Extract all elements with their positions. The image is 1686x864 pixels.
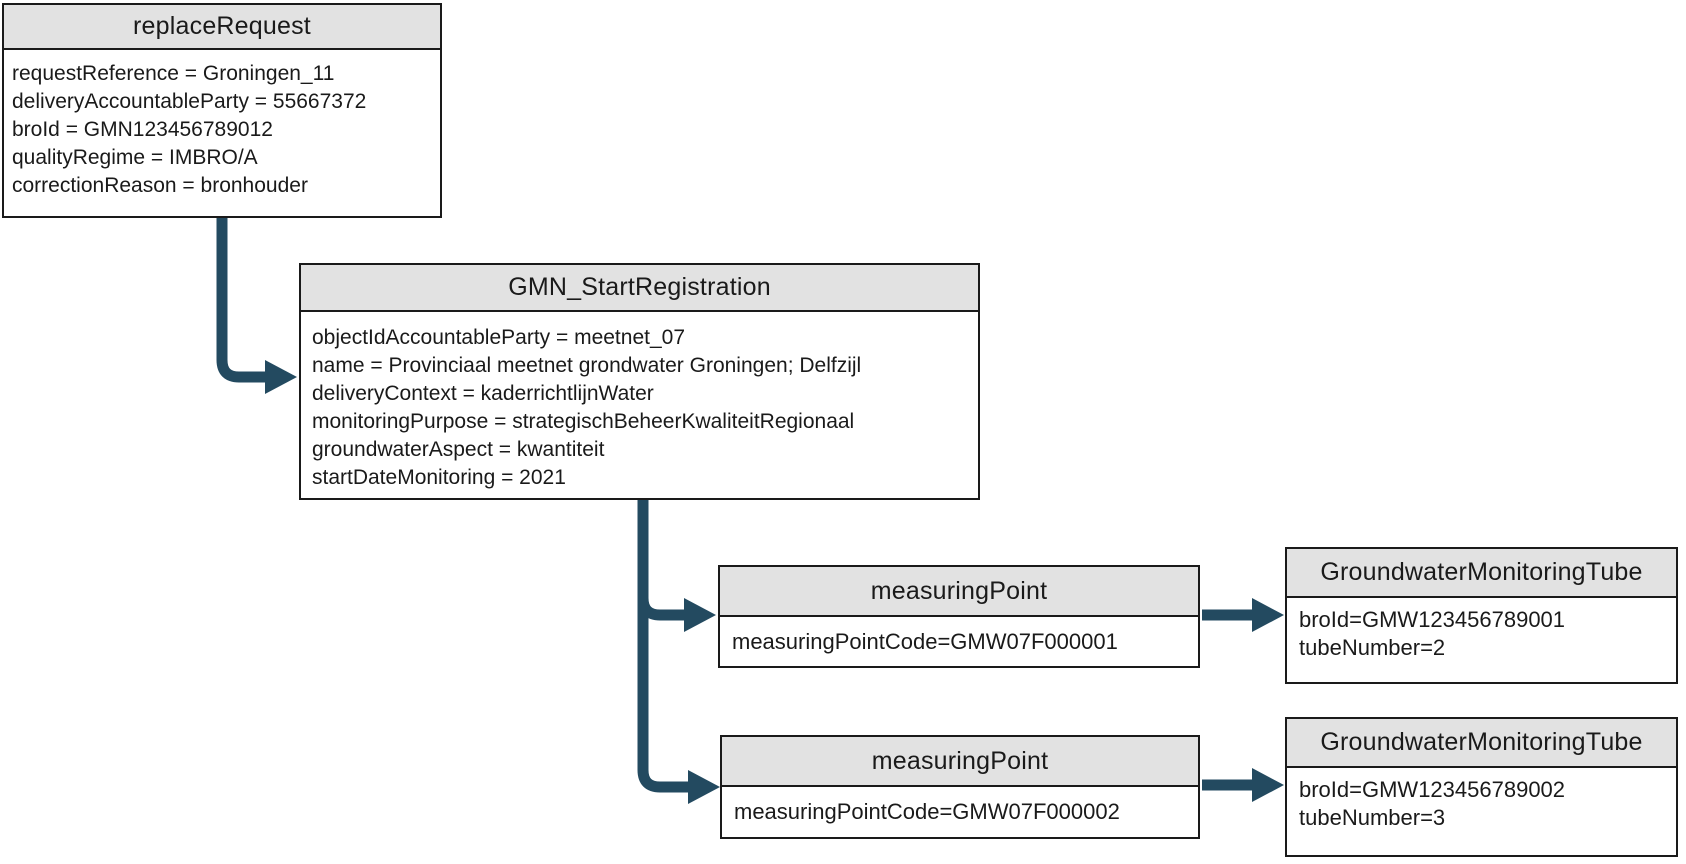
node-attributes: requestReference = Groningen_11 delivery…: [4, 50, 440, 200]
node-title: measuringPoint: [722, 737, 1198, 787]
node-measuring-point-1: measuringPoint measuringPointCode=GMW07F…: [718, 565, 1200, 668]
node-title: GroundwaterMonitoringTube: [1287, 719, 1676, 768]
attribute-line: measuringPointCode=GMW07F000001: [732, 628, 1118, 654]
node-replace-request: replaceRequest requestReference = Gronin…: [2, 3, 442, 218]
attribute-line: broId = GMN123456789012: [12, 118, 273, 141]
node-measuring-point-2: measuringPoint measuringPointCode=GMW07F…: [720, 735, 1200, 839]
arrow-gmn-to-measuringpoint-2: [637, 560, 720, 804]
node-title: measuringPoint: [720, 567, 1198, 617]
attribute-line: qualityRegime = IMBRO/A: [12, 146, 258, 169]
node-attributes: measuringPointCode=GMW07F000002: [722, 787, 1198, 836]
attribute-line: correctionReason = bronhouder: [12, 174, 308, 197]
attribute-line: name = Provinciaal meetnet grondwater Gr…: [312, 354, 862, 377]
arrow-gmn-to-measuringpoint-1: [637, 500, 716, 632]
node-groundwater-monitoring-tube-1: GroundwaterMonitoringTube broId=GMW12345…: [1285, 547, 1678, 684]
arrow-replacerequest-to-gmn: [216, 218, 297, 394]
attribute-line: startDateMonitoring = 2021: [312, 466, 566, 489]
node-attributes: objectIdAccountableParty = meetnet_07 na…: [301, 312, 978, 492]
attribute-line: deliveryAccountableParty = 55667372: [12, 90, 367, 113]
attribute-line: broId=GMW123456789002: [1299, 777, 1566, 802]
node-groundwater-monitoring-tube-2: GroundwaterMonitoringTube broId=GMW12345…: [1285, 717, 1678, 857]
attribute-line: tubeNumber=2: [1299, 635, 1446, 660]
attribute-line: groundwaterAspect = kwantiteit: [312, 438, 605, 461]
node-title: GroundwaterMonitoringTube: [1287, 549, 1676, 598]
node-title: GMN_StartRegistration: [301, 265, 978, 312]
attribute-line: objectIdAccountableParty = meetnet_07: [312, 326, 685, 349]
attribute-line: requestReference = Groningen_11: [12, 62, 335, 85]
attribute-line: monitoringPurpose = strategischBeheerKwa…: [312, 410, 855, 433]
attribute-line: broId=GMW123456789001: [1299, 607, 1566, 632]
node-gmn-start-registration: GMN_StartRegistration objectIdAccountabl…: [299, 263, 980, 500]
arrow-measuringpoint1-to-tube1: [1202, 598, 1284, 632]
attribute-line: deliveryContext = kaderrichtlijnWater: [312, 382, 654, 405]
node-attributes: broId=GMW123456789001 tubeNumber=2: [1287, 598, 1676, 662]
node-title: replaceRequest: [4, 5, 440, 50]
arrow-measuringpoint2-to-tube2: [1202, 768, 1284, 802]
attribute-line: tubeNumber=3: [1299, 805, 1446, 830]
node-attributes: measuringPointCode=GMW07F000001: [720, 617, 1198, 666]
node-attributes: broId=GMW123456789002 tubeNumber=3: [1287, 768, 1676, 832]
attribute-line: measuringPointCode=GMW07F000002: [734, 798, 1120, 824]
